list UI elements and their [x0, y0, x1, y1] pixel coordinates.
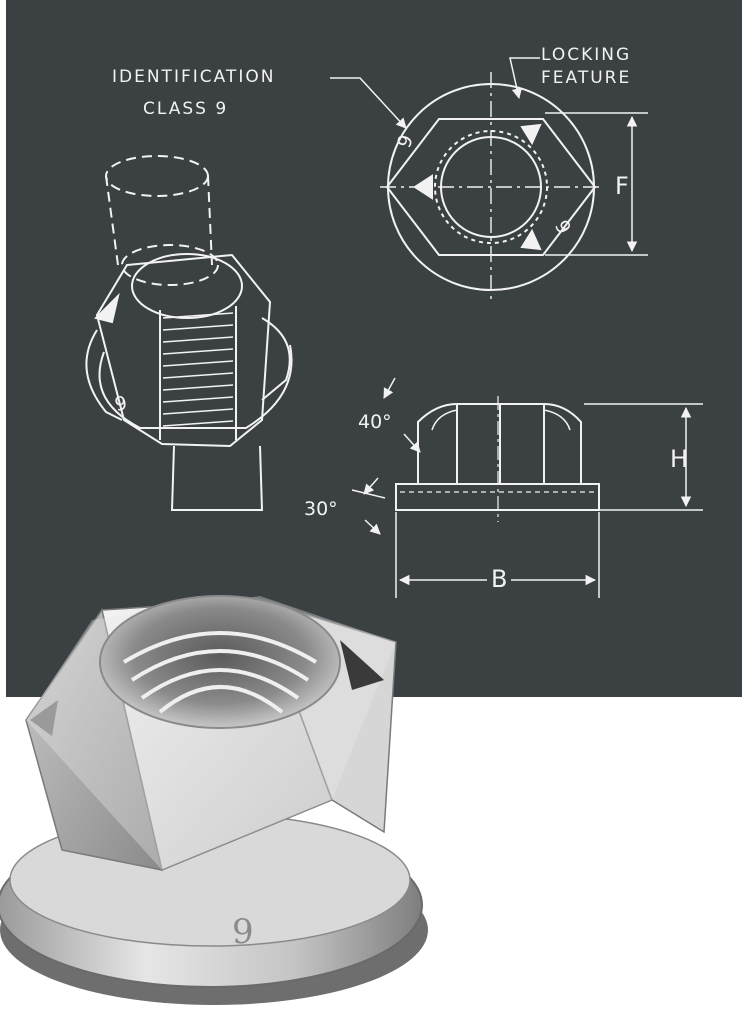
locking-dimple — [94, 292, 120, 324]
identification-callout: IDENTIFICATION — [112, 67, 276, 87]
top-view — [380, 72, 648, 300]
photo-bore — [99, 595, 341, 729]
dimension-B-label: B — [487, 567, 512, 591]
drawing-board — [6, 0, 742, 697]
bolt-threads — [162, 312, 234, 427]
locking-feature-callout: LOCKING — [541, 45, 632, 65]
dimension-F-label: F — [615, 172, 629, 200]
bolt-shank — [170, 445, 264, 511]
side-view — [351, 377, 703, 598]
locking-feature-callout-line2: FEATURE — [541, 68, 632, 88]
locking-dimple — [520, 123, 542, 146]
chamfer-angle-label: 40° — [358, 411, 392, 433]
iso-hex — [95, 253, 272, 448]
photo-marking: 9 — [232, 912, 254, 952]
flanged-nut-photo — [0, 595, 428, 1005]
iso-lobe-left — [85, 329, 123, 421]
locking-dimple — [340, 640, 384, 690]
identification-class-label: CLASS 9 — [143, 99, 229, 119]
iso-bore — [131, 253, 243, 319]
locking-dimple — [520, 228, 542, 251]
locking-dimple — [413, 174, 433, 200]
dimension-H-label: H — [670, 445, 689, 473]
locking-dimple — [30, 700, 58, 736]
bearing-angle-label: 30° — [304, 498, 338, 520]
iso-lobe-right — [261, 317, 291, 401]
iso-flange — [98, 344, 293, 429]
isometric-view — [85, 155, 293, 511]
callout-leaders — [330, 57, 540, 129]
bolt-phantom — [105, 155, 219, 286]
